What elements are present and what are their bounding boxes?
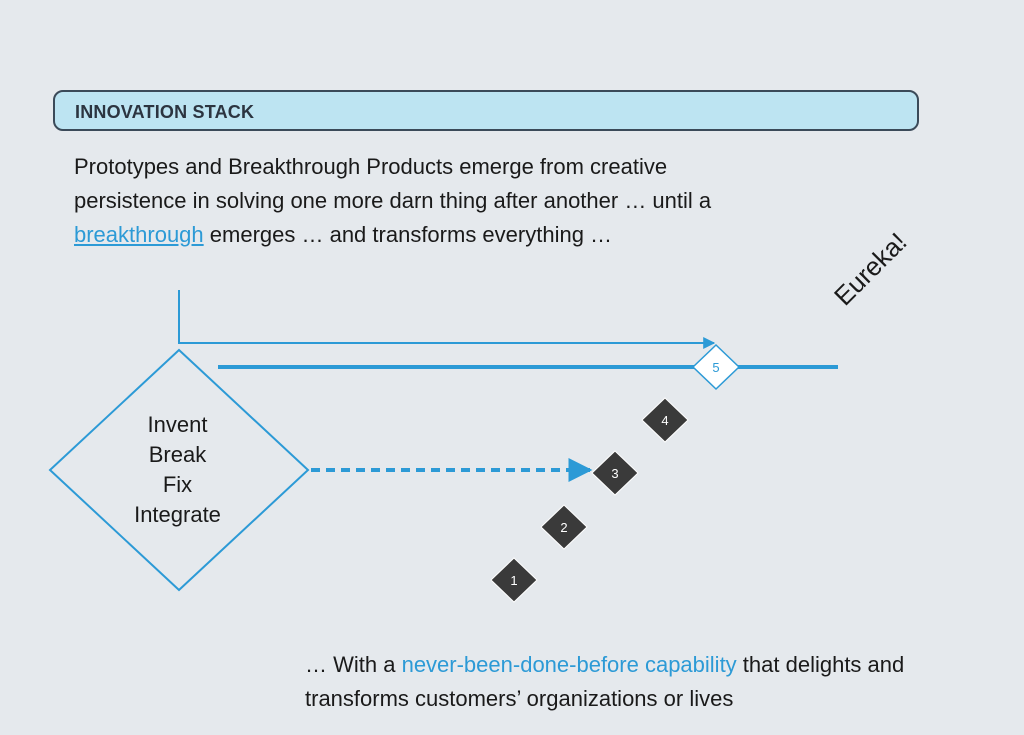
step-1-diamond: 1 — [490, 557, 538, 603]
outro-paragraph: … With a never-been-done-before capabili… — [305, 648, 1005, 716]
diamond-label-invent: Invent — [147, 412, 208, 437]
diamond-label-integrate: Integrate — [134, 502, 221, 527]
intro-text-before: Prototypes and Breakthrough Products eme… — [74, 154, 712, 213]
banner-title: INNOVATION STACK — [75, 102, 255, 122]
step-2-diamond: 2 — [540, 504, 588, 550]
step-3-diamond: 3 — [591, 450, 639, 496]
step-5-label: 5 — [712, 360, 719, 375]
outro-text-before: … With a — [305, 652, 402, 677]
intro-paragraph: Prototypes and Breakthrough Products eme… — [74, 150, 714, 252]
outro-text-after: that delights and transforms customers’ … — [305, 652, 905, 711]
step-5-diamond: 5 — [691, 343, 741, 391]
section-banner: INNOVATION STACK — [53, 90, 919, 131]
step-2-label: 2 — [560, 520, 567, 535]
diamond-label-break: Break — [148, 442, 207, 467]
step-1-label: 1 — [510, 573, 517, 588]
step-4-label: 4 — [661, 413, 668, 428]
step-3-label: 3 — [611, 466, 618, 481]
process-diamond — [48, 348, 310, 592]
outro-highlight: never-been-done-before capability — [401, 652, 737, 677]
connector-arrow — [178, 290, 716, 349]
step-4-diamond: 4 — [641, 397, 689, 443]
diamond-label-fix: Fix — [162, 472, 193, 497]
breakthrough-link[interactable]: breakthrough — [74, 222, 204, 247]
process-diamond-labels: Invent Break Fix Integrate — [110, 410, 245, 530]
intro-text-after: emerges … and transforms everything … — [203, 222, 613, 247]
